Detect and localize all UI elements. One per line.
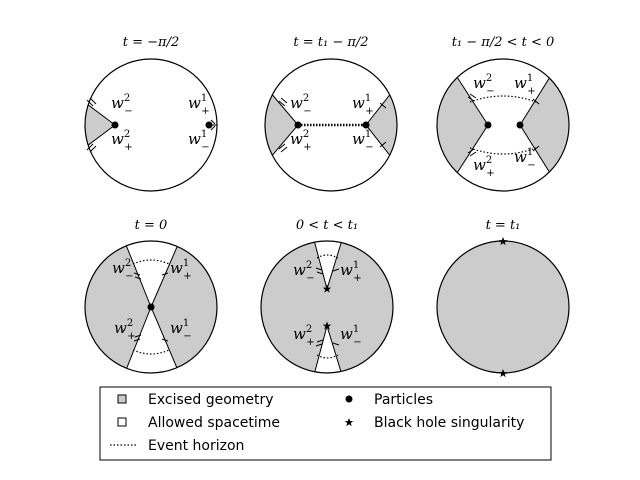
- spacetime-boundary: [84, 240, 218, 374]
- panel-title: t = −π/2: [123, 35, 179, 50]
- excised-region: [261, 241, 393, 373]
- label-w1-plus: w1+: [170, 258, 192, 282]
- panel-2: t = t₁ − π/2 w2− w2+ w1+ w1−: [264, 35, 398, 192]
- panel-3: t₁ − π/2 < t < 0 w2− w2+ w1+ w1−: [436, 35, 570, 192]
- label-w1-minus: w1−: [170, 318, 192, 342]
- spacetime-boundary: [436, 240, 570, 374]
- excised-region: [85, 241, 152, 373]
- panel-title: t = t₁: [486, 218, 521, 233]
- particle: [294, 121, 302, 129]
- label-w1-minus: w1−: [514, 147, 536, 171]
- panel-title: t = 0: [135, 218, 168, 233]
- label-w1-plus: w1+: [340, 260, 362, 284]
- tick-mark: [315, 267, 340, 347]
- spacetime-boundary: [260, 240, 394, 374]
- label-w2-minus: w2−: [290, 93, 312, 117]
- singularity: [498, 237, 508, 246]
- legend-label-horizon: Event horizon: [148, 438, 244, 454]
- excised-region: [150, 241, 217, 373]
- particle: [484, 121, 492, 129]
- label-w2-plus: w2+: [473, 155, 495, 179]
- legend-label-singularity: Black hole singularity: [374, 415, 524, 431]
- label-w2-minus: w2−: [112, 258, 134, 282]
- legend-swatch-allowed: [117, 417, 127, 427]
- label-w1-minus: w1−: [188, 129, 210, 153]
- panel-4: t = 0 w2− w2+ w1+ w1−: [84, 218, 218, 374]
- event-horizon: [469, 95, 537, 103]
- legend-label-particles: Particles: [374, 392, 433, 408]
- panel-6: t = t₁: [436, 218, 570, 378]
- label-w2-plus: w2+: [290, 129, 312, 153]
- label-w1-plus: w1+: [188, 93, 210, 117]
- excised-region: [265, 91, 299, 159]
- tick-mark: [467, 93, 540, 157]
- particle: [147, 303, 155, 311]
- panel-5: 0 < t < t₁ w2− w2+ w1+ w1−: [260, 218, 394, 374]
- label-w2-minus: w2−: [473, 73, 495, 97]
- label-w2-plus: w2+: [293, 324, 315, 348]
- spacetime-boundary: [264, 58, 398, 192]
- particle: [111, 121, 119, 129]
- legend-frame: [99, 386, 552, 461]
- event-horizon: [132, 259, 170, 265]
- legend-marker-particle: [345, 395, 353, 403]
- label-w2-minus: w2−: [111, 93, 133, 117]
- label-w2-minus: w2−: [293, 260, 315, 284]
- singularity: [322, 284, 332, 293]
- label-w1-plus: w1+: [514, 73, 536, 97]
- legend-marker-singularity: [344, 418, 354, 427]
- particle: [362, 121, 370, 129]
- panel-title: 0 < t < t₁: [296, 218, 358, 233]
- spacetime-boundary: [436, 58, 570, 192]
- label-w1-minus: w1−: [340, 324, 362, 348]
- tick-mark: [278, 97, 387, 153]
- legend: Excised geometry Allowed spacetime Event…: [99, 386, 552, 461]
- legend-label-excised: Excised geometry: [148, 392, 274, 408]
- panel-1: t = −π/2 w2− w2+ w1+ w1−: [84, 35, 218, 192]
- singularity: [498, 369, 508, 378]
- label-w1-minus: w1−: [352, 129, 374, 153]
- event-horizon: [132, 349, 170, 355]
- excised-region: [85, 94, 116, 156]
- particle: [516, 121, 524, 129]
- tick-mark: [86, 97, 216, 153]
- label-w2-plus: w2+: [114, 318, 136, 342]
- label-w2-plus: w2+: [111, 129, 133, 153]
- excised-region: [437, 76, 489, 174]
- excised-region: [365, 91, 397, 159]
- panel-title: t₁ − π/2 < t < 0: [452, 35, 555, 50]
- singularity: [322, 321, 332, 330]
- legend-swatch-excised: [117, 394, 127, 404]
- event-horizon: [316, 354, 339, 359]
- legend-label-allowed: Allowed spacetime: [148, 415, 280, 431]
- panel-title: t = t₁ − π/2: [293, 35, 368, 50]
- tick-mark: [133, 272, 169, 342]
- excised-region: [519, 76, 569, 174]
- label-w1-plus: w1+: [352, 93, 374, 117]
- event-horizon: [316, 254, 339, 259]
